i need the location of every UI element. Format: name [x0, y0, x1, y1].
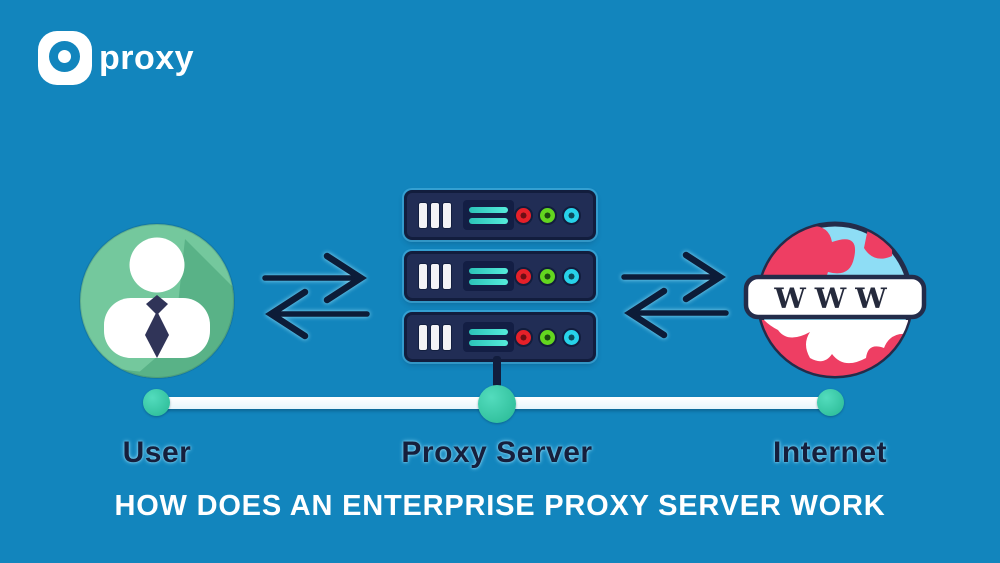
server-vents-icon [419, 324, 451, 350]
9proxy-logo-icon [38, 31, 92, 85]
flow-proxy-internet [616, 249, 734, 339]
led-cyan [562, 327, 581, 347]
node-label-internet: Internet [772, 436, 887, 469]
node-label-user: User [122, 436, 192, 469]
www-banner-text: WWW [773, 282, 895, 315]
globe-www-icon: WWW [743, 221, 927, 379]
led-red [514, 205, 533, 225]
server-status-leds [514, 205, 581, 225]
flow-user-proxy [257, 250, 375, 340]
led-red [514, 327, 533, 347]
server-vents-icon [419, 263, 451, 289]
server-unit [404, 251, 596, 301]
user-node [78, 222, 236, 380]
server-unit [404, 190, 596, 240]
timeline-dot-internet [817, 389, 844, 416]
server-status-leds [514, 327, 581, 347]
node-label-proxy-server: Proxy Server [401, 436, 593, 469]
infographic-title: HOW DOES AN ENTERPRISE PROXY SERVER WORK [114, 490, 886, 522]
server-unit [404, 312, 596, 362]
proxy-server-stack [404, 190, 596, 373]
led-red [514, 266, 533, 286]
server-led-strip [463, 261, 514, 291]
server-led-strip [463, 200, 514, 230]
brand-logo: proxy [38, 31, 194, 85]
server-led-strip [463, 322, 514, 352]
led-green [538, 205, 557, 225]
bidirectional-arrows-icon [262, 252, 370, 340]
led-green [538, 266, 557, 286]
logo-text: proxy [99, 39, 195, 77]
led-green [538, 327, 557, 347]
user-avatar-icon [79, 223, 235, 379]
internet-node: WWW [742, 216, 928, 386]
server-status-leds [514, 266, 581, 286]
bidirectional-arrows-icon [621, 251, 729, 339]
timeline-dot-user [143, 389, 170, 416]
led-cyan [562, 205, 581, 225]
timeline-dot-proxy-server [478, 385, 516, 423]
server-vents-icon [419, 202, 451, 228]
led-cyan [562, 266, 581, 286]
server-timeline-connector [493, 356, 501, 392]
